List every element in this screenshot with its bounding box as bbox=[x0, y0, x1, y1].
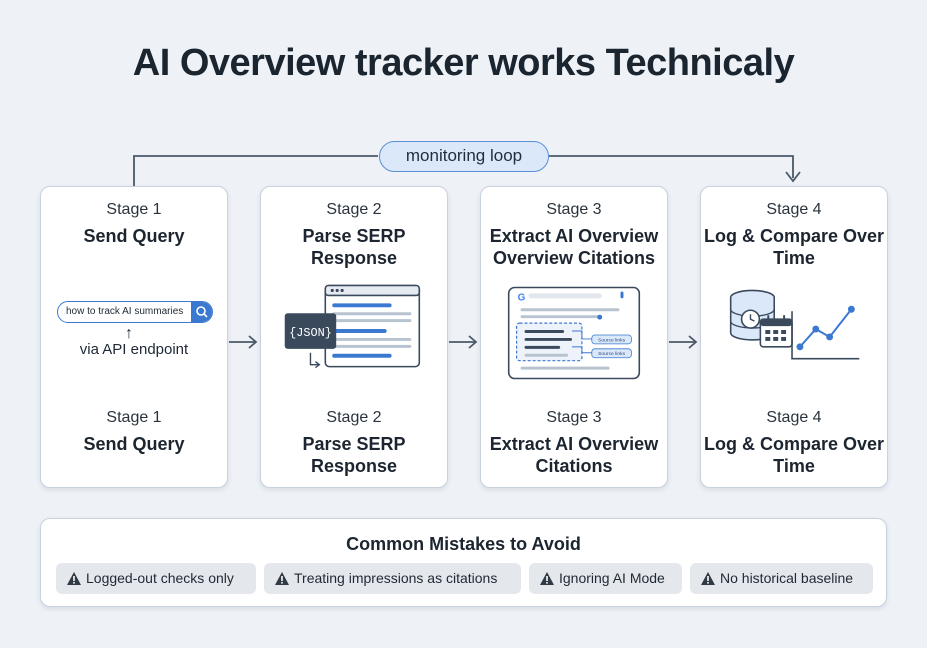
search-icon bbox=[196, 306, 208, 318]
stage-name: Extract AI Overview Overview Citations bbox=[489, 226, 659, 268]
warning-icon bbox=[67, 572, 81, 585]
right-arrow-icon bbox=[449, 335, 478, 349]
mistake-label: Treating impressions as citations bbox=[294, 570, 498, 586]
stage-name: Log & Compare Over Time bbox=[703, 226, 885, 268]
calendar-icon bbox=[759, 315, 793, 348]
trend-chart-icon bbox=[791, 305, 860, 360]
warning-icon bbox=[701, 572, 715, 585]
stage-2-card: Stage 2 Parse SERP Response {JSON} Stage… bbox=[260, 186, 448, 488]
stage-number: Stage 4 bbox=[766, 201, 822, 218]
up-arrow-icon: ↑ bbox=[125, 325, 133, 342]
mistake-chip: No historical baseline bbox=[690, 563, 873, 594]
clock-icon bbox=[740, 309, 761, 329]
citation-chip-label: Source links bbox=[598, 337, 625, 343]
stage-number: Stage 1 bbox=[106, 409, 162, 426]
stage-name: Parse SERP Response bbox=[302, 434, 406, 476]
stage-name: Log & Compare Over Time bbox=[703, 434, 885, 476]
stage-3-footer: Stage 3 Extract AI Overview Citations bbox=[481, 409, 667, 477]
api-endpoint-label: via API endpoint bbox=[79, 341, 189, 358]
serp-parse-illustration: {JSON} bbox=[284, 284, 421, 369]
mistake-chip: Ignoring AI Mode bbox=[529, 563, 682, 594]
stage-number: Stage 2 bbox=[326, 409, 382, 426]
stage-name: Send Query bbox=[83, 226, 185, 246]
mistake-chip: Treating impressions as citations bbox=[264, 563, 521, 594]
stage-1-footer: Stage 1 Send Query bbox=[41, 409, 227, 455]
diagram-title: AI Overview tracker works Technicaly bbox=[132, 42, 795, 84]
json-label: {JSON} bbox=[289, 326, 332, 340]
stage-3-header: Stage 3 Extract AI Overview Overview Cit… bbox=[481, 201, 667, 269]
stage-1-card: Stage 1 Send Query how to track AI summa… bbox=[40, 186, 228, 488]
stage-number: Stage 1 bbox=[106, 201, 162, 218]
common-mistakes-panel: Common Mistakes to Avoid Logged-out chec… bbox=[40, 518, 887, 607]
citation-chip-label: Source links bbox=[598, 351, 625, 357]
google-g-icon: G bbox=[518, 292, 526, 303]
stage-number: Stage 4 bbox=[766, 409, 822, 426]
mistake-chip: Logged-out checks only bbox=[56, 563, 256, 594]
warning-icon bbox=[275, 572, 289, 585]
stage-number: Stage 3 bbox=[546, 201, 602, 218]
citation-extract-illustration: G Source links Source links bbox=[507, 286, 641, 380]
mistake-label: Ignoring AI Mode bbox=[559, 570, 665, 586]
monitoring-loop-label: monitoring loop bbox=[379, 141, 549, 172]
mistake-label: No historical baseline bbox=[720, 570, 854, 586]
right-arrow-icon bbox=[229, 335, 258, 349]
stage-2-header: Stage 2 Parse SERP Response bbox=[261, 201, 447, 269]
stage-name: Extract AI Overview Citations bbox=[489, 434, 659, 476]
stage-name: Parse SERP Response bbox=[302, 226, 406, 268]
log-compare-illustration bbox=[729, 289, 860, 360]
search-button bbox=[191, 302, 212, 322]
stage-1-header: Stage 1 Send Query bbox=[41, 201, 227, 247]
search-query-text: how to track AI summaries bbox=[66, 306, 184, 317]
search-query-box: how to track AI summaries bbox=[57, 301, 213, 323]
stage-2-footer: Stage 2 Parse SERP Response bbox=[261, 409, 447, 477]
stage-number: Stage 2 bbox=[326, 201, 382, 218]
stage-4-header: Stage 4 Log & Compare Over Time bbox=[701, 201, 887, 269]
mistake-label: Logged-out checks only bbox=[86, 570, 234, 586]
stage-4-card: Stage 4 Log & Compare Over Time bbox=[700, 186, 888, 488]
common-mistakes-title: Common Mistakes to Avoid bbox=[346, 534, 581, 554]
stage-4-footer: Stage 4 Log & Compare Over Time bbox=[701, 409, 887, 477]
stage-3-card: Stage 3 Extract AI Overview Overview Cit… bbox=[480, 186, 668, 488]
stage-name: Send Query bbox=[83, 434, 185, 454]
warning-icon bbox=[540, 572, 554, 585]
right-arrow-icon bbox=[669, 335, 698, 349]
stage-number: Stage 3 bbox=[546, 409, 602, 426]
